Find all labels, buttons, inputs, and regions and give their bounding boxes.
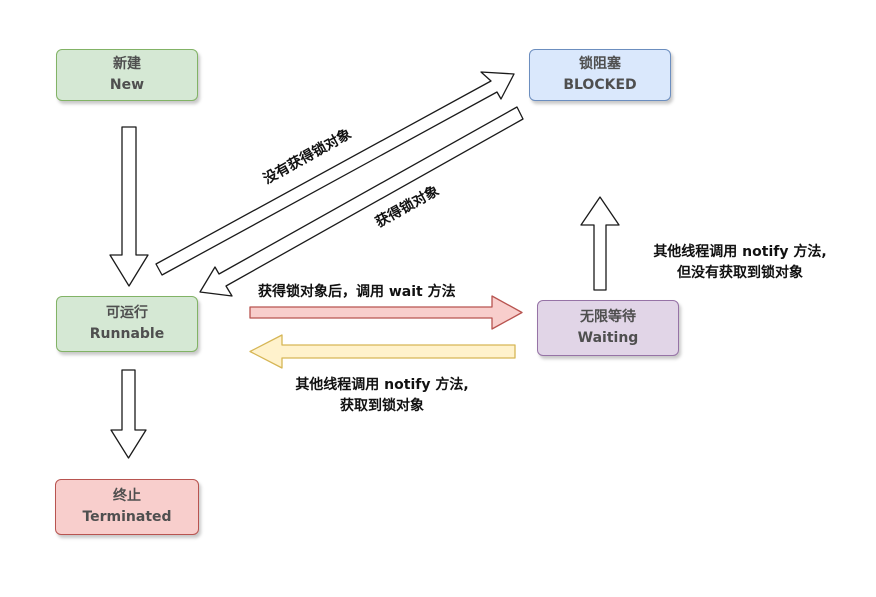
label-waiting-to-blocked-line2: 但没有获取到锁对象 — [677, 265, 803, 281]
state-blocked: 锁阻塞 BLOCKED — [529, 49, 671, 101]
state-runnable-en: Runnable — [89, 326, 165, 342]
state-waiting-en: Waiting — [577, 330, 639, 346]
label-waiting-to-runnable-line2: 获取到锁对象 — [340, 398, 424, 414]
state-runnable: 可运行 Runnable — [56, 296, 198, 352]
label-waiting-to-runnable: 其他线程调用 notify 方法, 获取到锁对象 — [262, 375, 502, 417]
arrow-blocked-to-runnable — [199, 106, 524, 297]
state-waiting-zh: 无限等待 — [580, 309, 636, 325]
arrow-waiting-to-blocked — [580, 196, 620, 291]
arrow-runnable-to-blocked — [155, 71, 515, 276]
label-waiting-to-blocked: 其他线程调用 notify 方法, 但没有获取到锁对象 — [620, 242, 860, 284]
label-waiting-to-runnable-line1: 其他线程调用 notify 方法, — [295, 377, 469, 393]
label-waiting-to-blocked-line1: 其他线程调用 notify 方法, — [653, 244, 827, 260]
state-new-zh: 新建 — [113, 56, 141, 72]
state-new-en: New — [109, 77, 145, 93]
state-blocked-zh: 锁阻塞 — [579, 56, 621, 72]
state-waiting: 无限等待 Waiting — [537, 300, 679, 356]
arrow-new-to-runnable — [109, 126, 149, 287]
state-runnable-zh: 可运行 — [106, 305, 148, 321]
arrow-waiting-to-runnable — [249, 334, 516, 369]
arrow-runnable-to-terminated — [110, 369, 147, 459]
arrow-runnable-to-waiting — [249, 295, 523, 330]
state-new: 新建 New — [56, 49, 198, 101]
state-terminated: 终止 Terminated — [55, 479, 199, 535]
label-runnable-to-waiting: 获得锁对象后，调用 wait 方法 — [258, 284, 456, 300]
state-blocked-en: BLOCKED — [563, 77, 637, 93]
state-terminated-zh: 终止 — [113, 488, 141, 504]
state-terminated-en: Terminated — [82, 509, 172, 525]
